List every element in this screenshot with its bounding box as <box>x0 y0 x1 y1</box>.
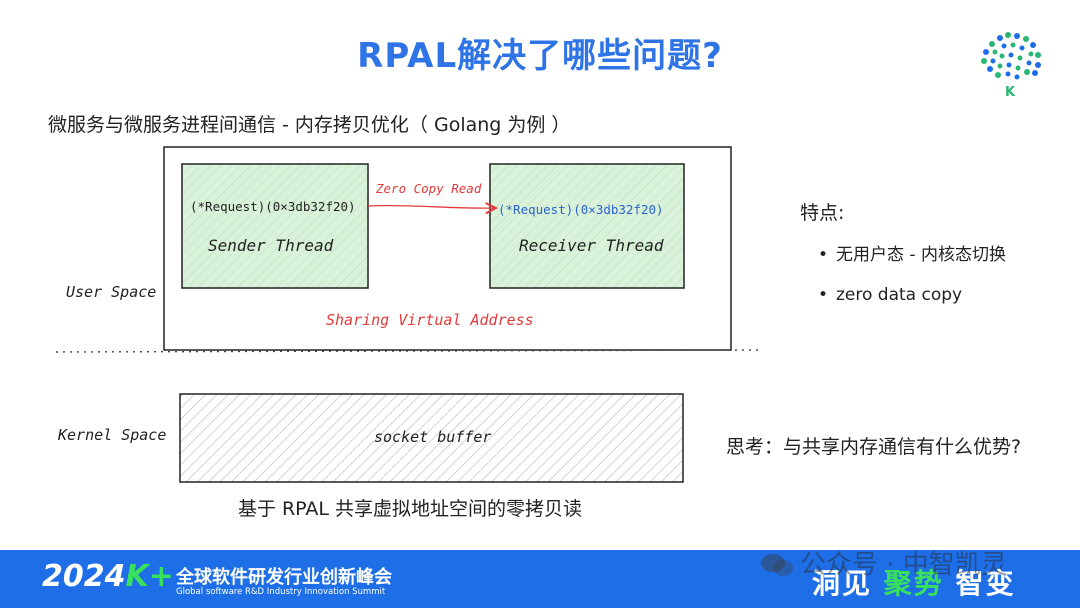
feature-item: •zero data copy <box>818 285 963 305</box>
discussion-question: 思考：与共享内存通信有什么优势? <box>726 436 1022 458</box>
logo-letter: K <box>1005 85 1016 100</box>
bullet-icon: • <box>818 285 829 305</box>
bullet-icon: • <box>818 245 829 265</box>
watermark-text: 公众号 · 中智凯灵 <box>800 550 1007 580</box>
brain-logo-icon: K <box>981 32 1041 100</box>
footer-event-name: 全球软件研发行业创新峰会 <box>176 567 392 588</box>
wechat-icon <box>761 554 793 576</box>
space-separator-line <box>55 349 763 353</box>
receiver-thread-box <box>489 163 685 289</box>
footer-event-logo: 2024K+ <box>42 559 174 594</box>
footer-event-name-en: Global software R&D Industry Innovation … <box>176 587 386 597</box>
zero-copy-read-label: Zero Copy Read <box>376 181 482 196</box>
socket-buffer-box <box>179 393 684 483</box>
footer-slogan: 洞见 聚势 智变 <box>812 567 1016 600</box>
receiver-request-text: (*Request)(0×3db32f20) <box>498 202 664 217</box>
diagram-caption: 基于 RPAL 共享虚拟地址空间的零拷贝读 <box>237 498 583 520</box>
features-title: 特点: <box>800 202 845 224</box>
user-space-label: User Space <box>66 283 157 301</box>
zero-copy-arrow <box>367 206 496 209</box>
kernel-space-label: Kernel Space <box>58 426 167 444</box>
sender-thread-box <box>181 163 369 289</box>
sender-request-text: (*Request)(0×3db32f20) <box>190 199 356 214</box>
sender-thread-label: Sender Thread <box>208 236 334 255</box>
feature-item: •无用户态 - 内核态切换 <box>818 245 1006 265</box>
receiver-thread-label: Receiver Thread <box>519 236 664 255</box>
footer-banner: 2024K+ 全球软件研发行业创新峰会 Global software R&D … <box>0 550 1080 608</box>
socket-buffer-label: socket buffer <box>374 428 492 446</box>
slide-subtitle: 微服务与微服务进程间通信 - 内存拷贝优化（ Golang 为例 ） <box>48 114 571 136</box>
slide-title: RPAL解决了哪些问题? <box>357 36 723 76</box>
sharing-virtual-address-label: Sharing Virtual Address <box>326 311 534 329</box>
